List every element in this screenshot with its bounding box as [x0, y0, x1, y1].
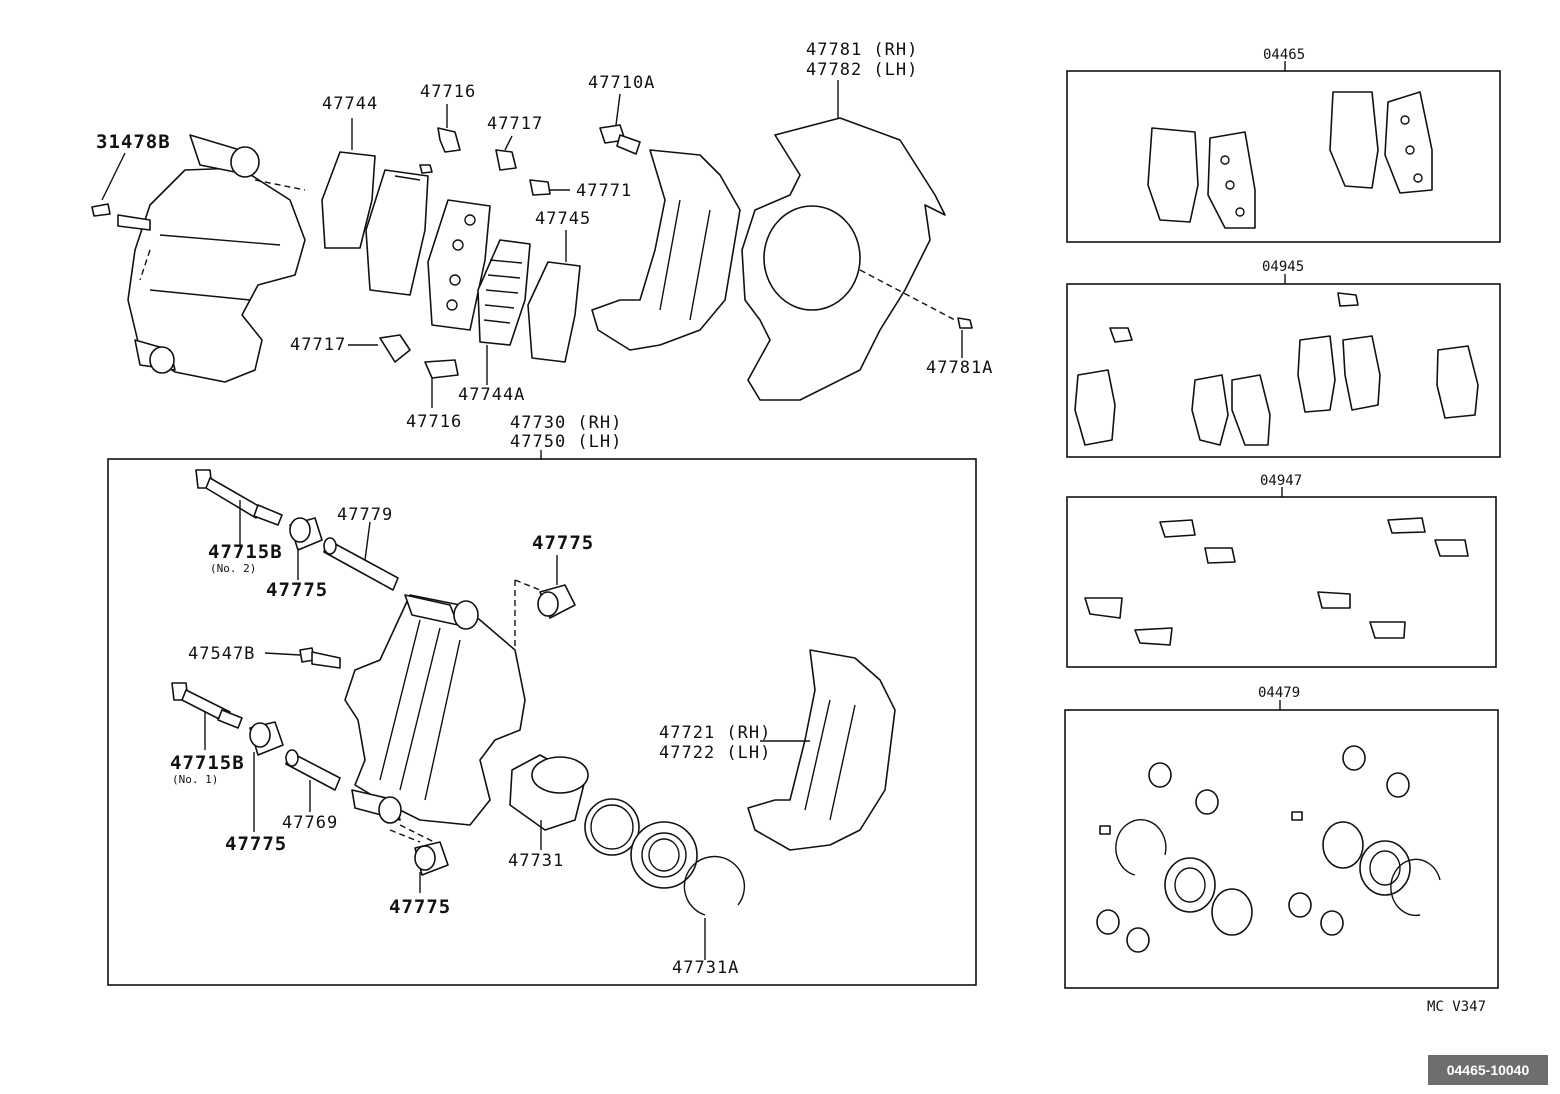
label-47715B-no2: 47715B — [208, 541, 283, 563]
label-47731: 47731 — [508, 851, 564, 871]
boot-47775-d-drawing — [414, 841, 449, 876]
piston-47731-drawing — [509, 754, 589, 831]
shim-47744-drawing — [321, 151, 376, 249]
bushing-47775-a-drawing — [289, 517, 323, 551]
kit-04479-panel — [1064, 700, 1499, 989]
pad-47745-drawing — [527, 261, 581, 363]
label-47775-a: 47775 — [266, 579, 328, 601]
label-kit-04465: 04465 — [1263, 47, 1305, 63]
mounting-bracket-top-drawing — [591, 149, 741, 351]
kit-04947-panel — [1066, 487, 1497, 668]
label-31478B: 31478B — [96, 131, 171, 153]
label-47547B: 47547B — [188, 644, 255, 664]
label-47744A: 47744A — [458, 385, 525, 405]
kit-04465-panel — [1066, 61, 1501, 243]
label-47716-top: 47716 — [420, 82, 476, 102]
pad-backing-plate-drawing — [427, 199, 491, 331]
shim-47744A-drawing — [477, 239, 531, 346]
label-47750-lh: 47750 (LH) — [510, 432, 622, 452]
label-47721-rh: 47721 (RH) — [659, 723, 771, 743]
kit-04945-panel — [1066, 274, 1501, 458]
bleeder-47547B-drawing — [299, 647, 341, 669]
dust-shield-drawing — [741, 117, 973, 401]
label-47745: 47745 — [535, 209, 591, 229]
ring-47731A-drawing — [683, 855, 746, 916]
label-47775-d: 47775 — [389, 896, 451, 918]
part-number-badge: 04465-10040 — [1428, 1055, 1548, 1085]
bolt-47715B-no2-drawing — [195, 469, 283, 526]
brake-pad-drawing — [365, 169, 429, 296]
label-47717-bot: 47717 — [290, 335, 346, 355]
callout-labels: 31478B 47744 47716 47717 47710A 47771 47… — [96, 40, 993, 978]
label-47781-rh: 47781 (RH) — [806, 40, 918, 60]
boot-drawing — [630, 821, 698, 889]
bolt-47710A-drawing — [599, 124, 641, 155]
label-47731A: 47731A — [672, 958, 739, 978]
pin-47779-drawing — [323, 537, 399, 591]
label-47782-lh: 47782 (LH) — [806, 60, 918, 80]
top-leader-lines — [101, 80, 963, 460]
label-47716-bot: 47716 — [406, 412, 462, 432]
caliper-body-drawing — [91, 134, 306, 383]
label-47715B-no1: 47715B — [170, 752, 245, 774]
label-47722-lh: 47722 (LH) — [659, 743, 771, 763]
label-47710A: 47710A — [588, 73, 655, 93]
label-47771: 47771 — [576, 181, 632, 201]
label-47775-c: 47775 — [225, 833, 287, 855]
label-ref-code: MC V347 — [1427, 999, 1486, 1015]
label-kit-04479: 04479 — [1258, 685, 1300, 701]
label-47779: 47779 — [337, 505, 393, 525]
caliper-housing-drawing — [344, 594, 526, 846]
piston-seal-drawing — [584, 798, 640, 856]
kit-labels: 04465 04945 04947 04479 MC V347 — [1258, 47, 1486, 1015]
frame-leader-lines — [204, 500, 810, 960]
label-no2: (No. 2) — [210, 562, 256, 575]
label-47769: 47769 — [282, 813, 338, 833]
bolt-47715B-no1-drawing — [171, 682, 243, 729]
label-kit-04947: 04947 — [1260, 473, 1302, 489]
label-47775-b: 47775 — [532, 532, 594, 554]
label-47730-rh: 47730 (RH) — [510, 413, 622, 433]
label-47781A: 47781A — [926, 358, 993, 378]
label-no1: (No. 1) — [172, 773, 218, 786]
caliper-assembly-frame — [107, 458, 977, 986]
label-47744: 47744 — [322, 94, 378, 114]
label-kit-04945: 04945 — [1262, 259, 1304, 275]
clips-top-drawing — [379, 127, 551, 379]
label-47717-top: 47717 — [487, 114, 543, 134]
pin-47769-drawing — [285, 749, 341, 791]
bushing-47775-c-drawing — [249, 721, 284, 756]
mounting-bracket-47721-drawing — [747, 649, 896, 851]
